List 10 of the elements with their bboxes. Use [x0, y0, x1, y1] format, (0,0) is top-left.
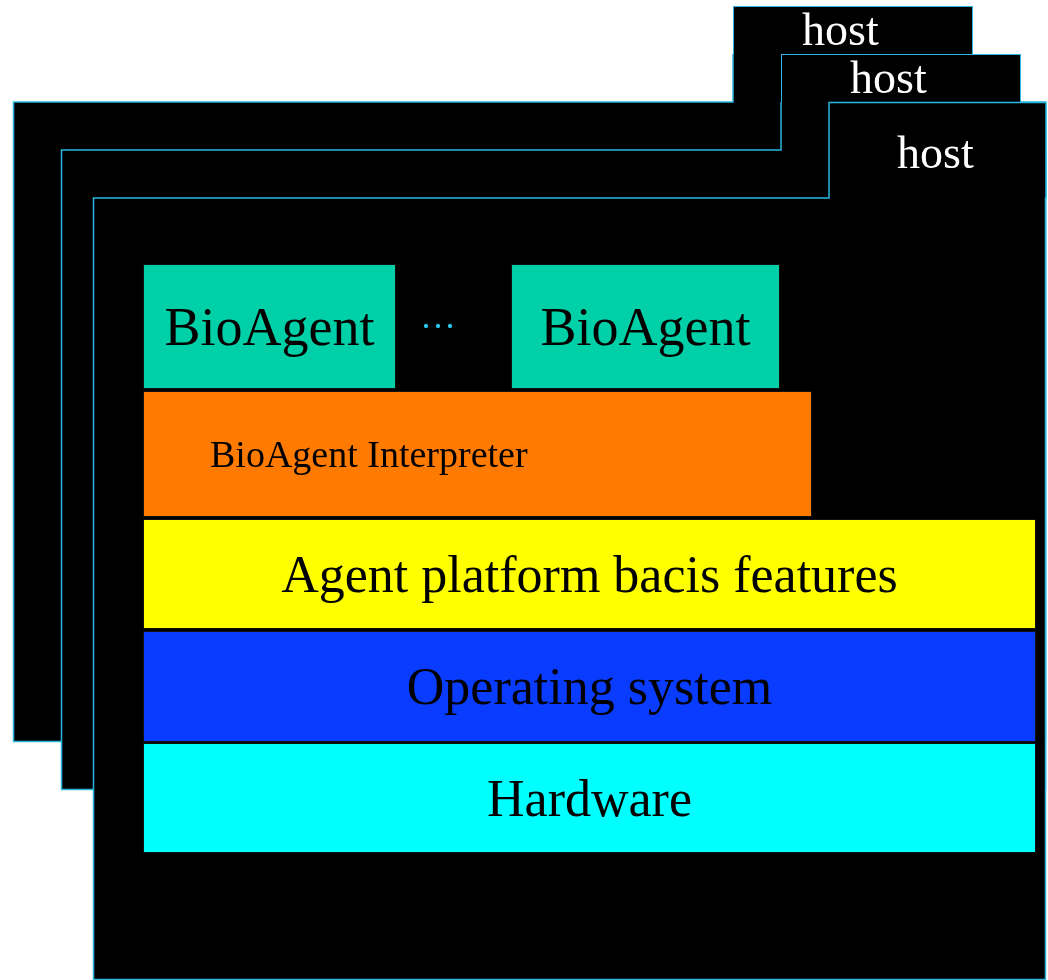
- interpreter-layer: BioAgent Interpreter: [143, 391, 812, 517]
- hardware-layer: Hardware: [143, 743, 1036, 853]
- ellipsis-label: ···: [420, 305, 456, 347]
- agent-box: BioAgent: [143, 264, 396, 389]
- host-label: host: [897, 130, 974, 176]
- agent-box: BioAgent: [511, 264, 780, 389]
- host-tab: host: [733, 6, 973, 54]
- os-layer: Operating system: [143, 631, 1036, 742]
- host-tab: host: [781, 54, 1021, 102]
- platform-layer: Agent platform bacis features: [143, 519, 1036, 629]
